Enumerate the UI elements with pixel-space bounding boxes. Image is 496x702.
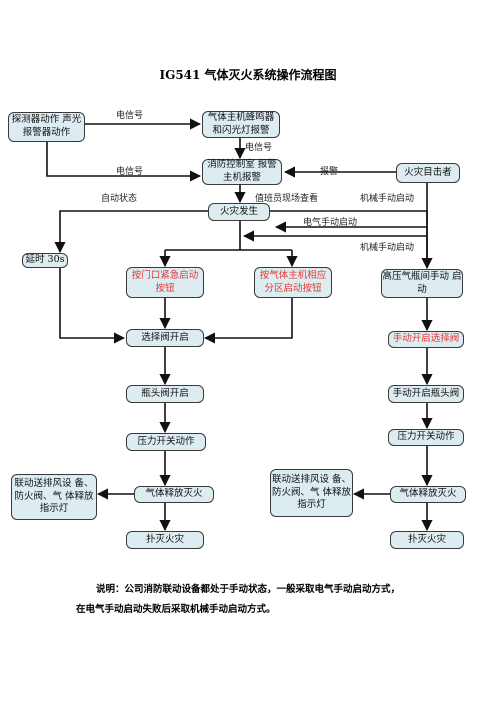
- label-electric-signal-host: 电信号: [245, 143, 273, 153]
- host-buzzer-box: 气体主机蜂鸣器 和闪光灯报警: [202, 111, 280, 138]
- hp-cylinder-manual-box: 高压气瓶间手动 启动: [381, 269, 463, 298]
- door-emergency-button-box: 按门口紧急启动 按钮: [126, 267, 204, 298]
- manual-cylinder-valve-box: 手动开启瓶头阀: [388, 385, 464, 403]
- label-mech-manual-top: 机械手动启动: [360, 194, 415, 204]
- gas-release-right-box: 气体释放灭火: [390, 486, 466, 503]
- pressure-switch-right-box: 压力开关动作: [388, 429, 464, 446]
- note-line-2: 在电气手动启动失败后采取机械手动启动方式。: [76, 604, 276, 615]
- label-duty-check: 值班员现场查看: [255, 194, 319, 204]
- host-zone-button-box: 按气体主机相应 分区启动按钮: [254, 267, 332, 298]
- detector-alarm-box: 探测器动作 声光报警器动作: [8, 112, 85, 142]
- cylinder-valve-open-box: 瓶头阀开启: [126, 385, 204, 403]
- label-electric-manual: 电气手动启动: [303, 218, 358, 228]
- page-title: IG541 气体灭火系统操作流程图: [159, 68, 337, 82]
- gas-release-left-box: 气体释放灭火: [134, 486, 214, 503]
- delay-box: 延时 30s: [22, 253, 68, 268]
- extinguish-left-box: 扑灭火灾: [126, 531, 204, 549]
- linkage-right-box: 联动送排风设 备、防火阀、气 体释放指示灯: [270, 469, 353, 517]
- label-mech-manual-mid: 机械手动启动: [360, 243, 415, 253]
- fire-occur-box: 火灾发生: [208, 203, 270, 221]
- manual-selector-valve-box: 手动开启选择阀: [388, 331, 464, 348]
- label-electric-signal-left: 电信号: [116, 167, 144, 177]
- label-electric-signal-top: 电信号: [116, 111, 144, 121]
- control-room-box: 消防控制室 报警主机报警: [202, 159, 282, 185]
- witness-box: 火灾目击者: [396, 163, 460, 183]
- label-alarm: 报警: [320, 167, 339, 177]
- selector-valve-open-box: 选择阀开启: [126, 329, 204, 347]
- extinguish-right-box: 扑灭火灾: [390, 531, 464, 549]
- label-auto-state: 自动状态: [101, 194, 138, 204]
- note-line-1: 说明：公司消防联动设备都处于手动状态，一般采取电气手动启动方式，: [96, 584, 401, 595]
- pressure-switch-left-box: 压力开关动作: [126, 433, 206, 451]
- linkage-left-box: 联动送排风设 备、防火阀、气 体释放指示灯: [11, 474, 97, 520]
